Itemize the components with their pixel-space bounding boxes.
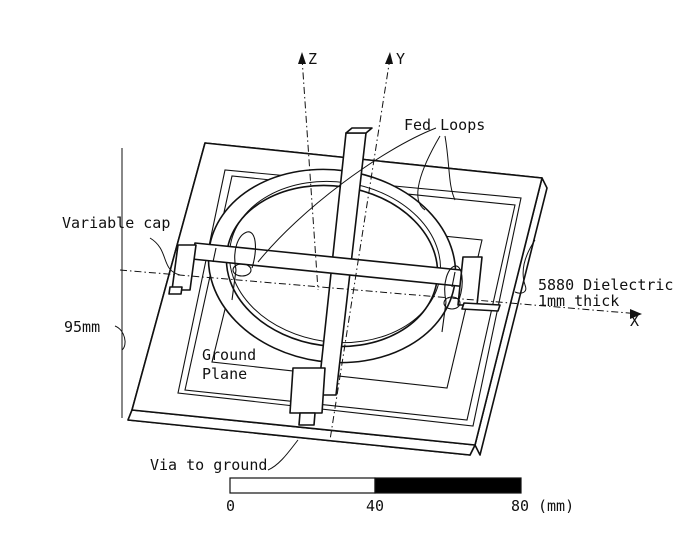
scale-tick-40: 40 bbox=[366, 497, 384, 515]
y-axis-label: Y bbox=[396, 50, 405, 68]
x-axis-label: X bbox=[630, 312, 639, 330]
y-axis-arrow bbox=[385, 52, 393, 64]
variable-cap-label: Variable cap bbox=[62, 214, 170, 232]
ground-label-line1: Ground bbox=[202, 346, 256, 364]
ground-label-line2: Plane bbox=[202, 365, 247, 383]
via-label: Via to ground bbox=[150, 456, 267, 474]
dimension-label: 95mm bbox=[64, 318, 100, 336]
scale-tick-80: 80 bbox=[511, 497, 529, 515]
scale-unit: (mm) bbox=[538, 497, 574, 515]
dielectric-label-line2: 1mm thick bbox=[538, 292, 619, 310]
dielectric-label-line1: 5880 Dielectric bbox=[538, 276, 673, 294]
leader-lines bbox=[114, 127, 536, 471]
side-posts bbox=[168, 244, 501, 426]
fed-loops-label: Fed Loops bbox=[404, 116, 485, 134]
axis-lines bbox=[119, 52, 642, 441]
fed-loop-feeds bbox=[231, 231, 463, 333]
z-axis-label: Z bbox=[308, 50, 317, 68]
z-axis-arrow bbox=[298, 52, 306, 64]
scale-bar-filled bbox=[374, 477, 522, 494]
z-axis-line bbox=[301, 57, 319, 291]
scale-bar: 0 40 80 (mm) bbox=[226, 477, 574, 515]
y-axis-line bbox=[329, 57, 391, 441]
x-axis-arrow bbox=[630, 309, 642, 319]
scale-bar-empty bbox=[229, 477, 376, 494]
scale-tick-0: 0 bbox=[226, 497, 235, 515]
